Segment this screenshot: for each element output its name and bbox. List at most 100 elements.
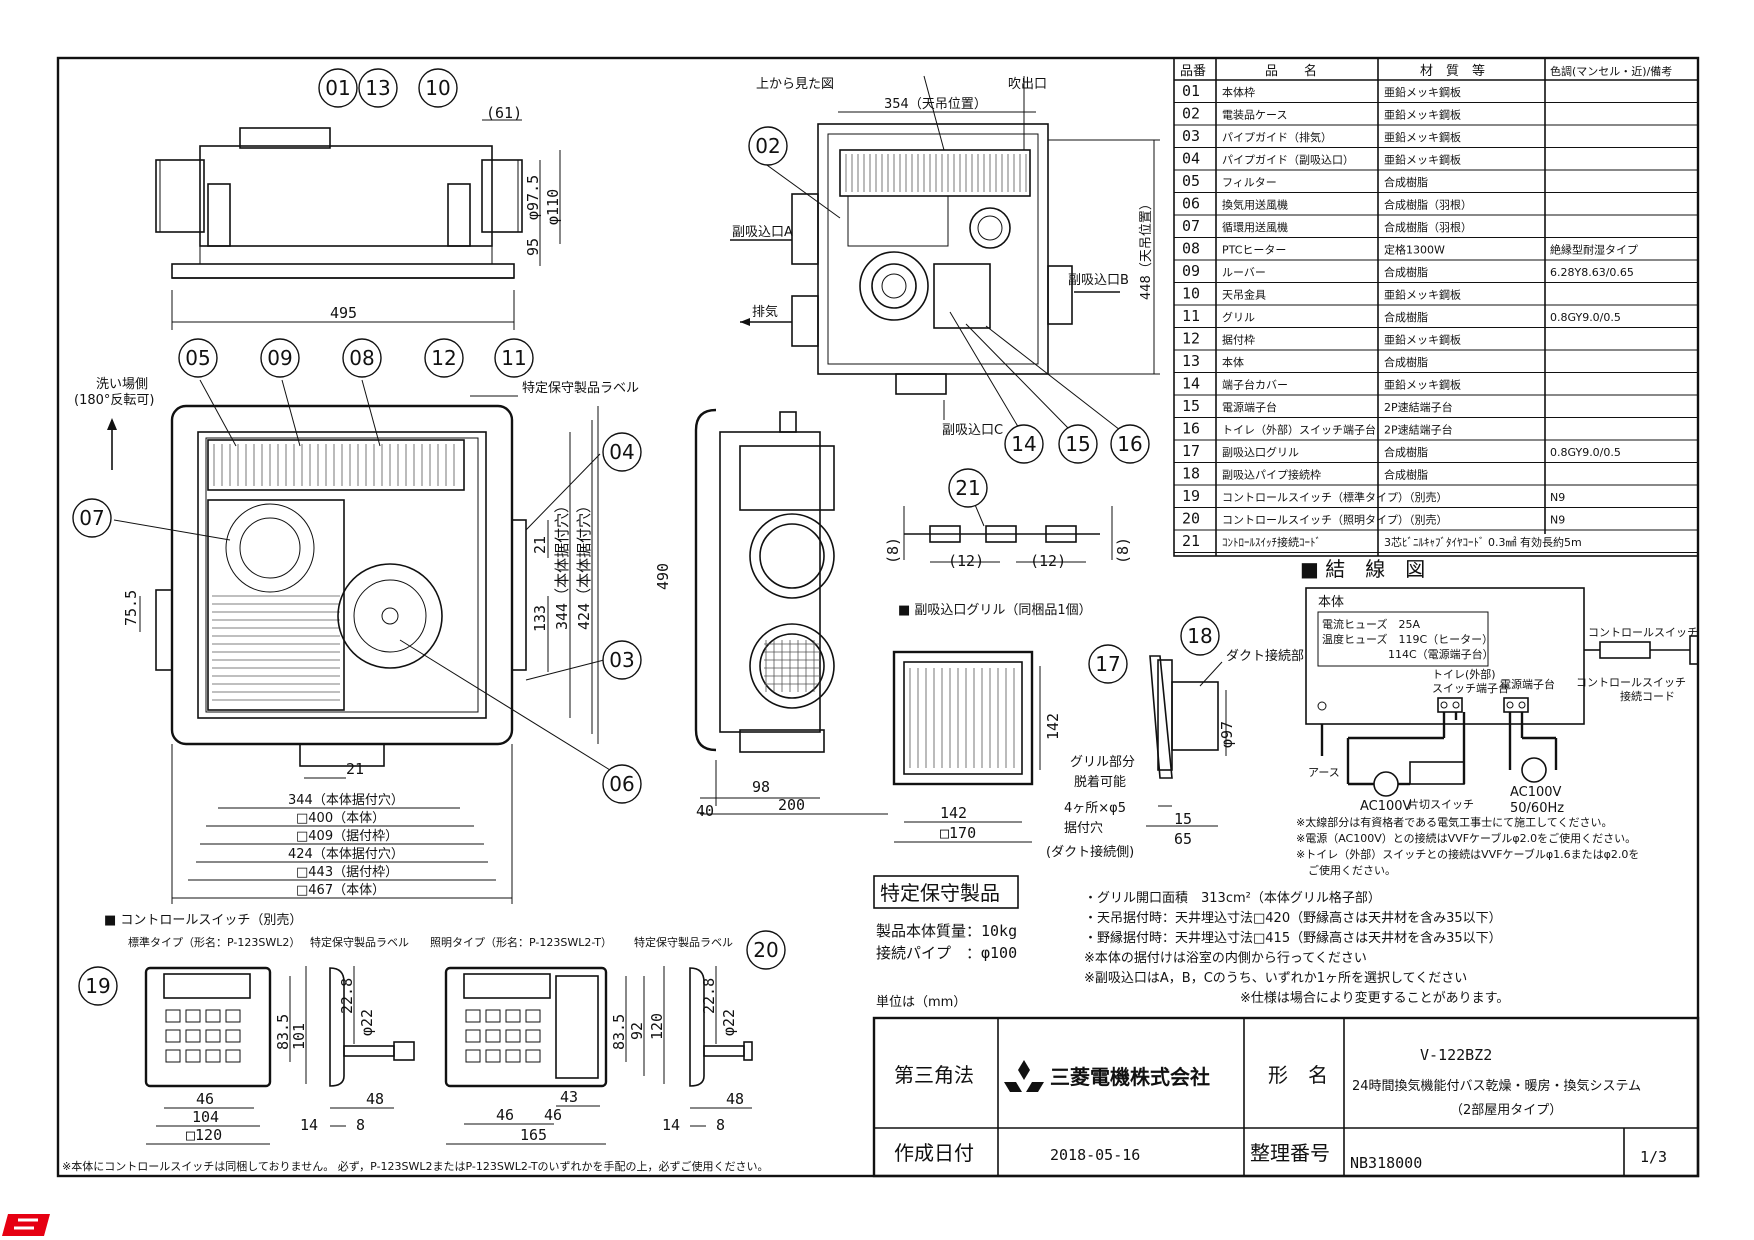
table-row-no: 03: [1182, 127, 1200, 145]
wiring-fuse1: 電流ヒューズ 25A: [1322, 617, 1420, 631]
table-row-material: 亜鉛メッキ鋼板: [1384, 153, 1461, 167]
table-row-no: 20: [1182, 510, 1200, 528]
part-balloon: [748, 126, 788, 166]
wiring-toilet-term: トイレ(外部): [1432, 667, 1496, 681]
table-row-note: 0.8GY9.0/0.5: [1550, 446, 1621, 459]
table-row-name: 副吸込パイプ接続枠: [1222, 468, 1321, 482]
cs-d120a: □120: [186, 1126, 222, 1144]
title-block: 第三角法 三菱電機株式会社 形 名 V-122BZ2 24時間換気機能付バス乾燥…: [872, 1016, 1700, 1178]
table-header-material: 材 質 等: [1420, 63, 1485, 79]
wiring-fuse3: 114C（電源端子台）: [1388, 647, 1494, 661]
specs-area: ・グリル開口面積 313cm²（本体グリル格子部）: [1084, 890, 1381, 906]
aux-dim-65: 65: [1174, 830, 1192, 848]
table-row-name: グリル: [1222, 310, 1255, 324]
cs-d46a: 46: [196, 1090, 214, 1108]
dim-495: 495: [330, 304, 357, 322]
aux-grille-title: ■ 副吸込口グリル（同梱品1個）: [898, 603, 1092, 618]
dim-12b: (12): [1030, 552, 1066, 570]
wiring-note1: ※太線部分は有資格者である電気工事士にて施工してください。: [1296, 815, 1612, 829]
part-balloon: [260, 338, 300, 378]
tb-desc2: （2部屋用タイプ）: [1450, 1103, 1562, 1118]
aux-c-label: 副吸込口C: [942, 423, 1003, 438]
table-row-note: 0.8GY9.0/0.5: [1550, 311, 1621, 324]
dim-w424: 424（本体据付穴）: [288, 847, 404, 862]
table-row-no: 07: [1182, 217, 1200, 235]
part-balloon: [1180, 616, 1220, 656]
aux-duct-label: ダクト接続部: [1226, 648, 1304, 664]
part-balloon-label: 10: [425, 76, 450, 100]
dim-8b: (8): [1114, 537, 1132, 564]
dim-12a: (12): [948, 552, 984, 570]
part-balloon-label: 06: [609, 772, 634, 796]
aux-grille-view: ■ 副吸込口グリル（同梱品1個） 142 142 □170 ダクト接続部 φ97…: [892, 603, 1304, 860]
aux-removable: 脱着可能: [1074, 774, 1126, 790]
wiring-note3: ※トイレ（外部）スイッチとの接続はVVFケーブルφ1.6またはφ2.0を: [1296, 847, 1639, 861]
wiring-title: ■ 結 線 図: [1300, 557, 1425, 581]
cs-light: 照明タイプ（形名：P-123SWL2-T）: [430, 935, 612, 949]
table-row-material: 亜鉛メッキ鋼板: [1384, 85, 1461, 99]
cs-d228a: 22.8: [338, 978, 356, 1014]
cs-d14b: 14: [662, 1116, 680, 1134]
table-row-no: 11: [1182, 307, 1200, 325]
table-row-material: 3芯ﾋﾞﾆﾙｷｬﾌﾞﾀｲﾔｺｰﾄﾞ 0.3㎟ 有効長約5m: [1384, 535, 1582, 549]
table-row-name: 循環用送風機: [1222, 220, 1288, 234]
table-row-note: N9: [1550, 514, 1565, 527]
part-balloon-label: 04: [609, 440, 634, 464]
table-row-name: 換気用送風機: [1222, 198, 1288, 212]
dim-354: 354（天吊位置）: [884, 97, 987, 112]
exhaust-label: 排気: [752, 304, 778, 320]
table-row-name: 本体枠: [1222, 85, 1255, 99]
specs-badge: 特定保守製品: [880, 881, 1000, 905]
specs-ceil1: ・天吊据付時：天井埋込寸法□420（野縁高さは天井材を含み35以下）: [1084, 910, 1502, 926]
part-balloon-label: 15: [1065, 432, 1090, 456]
dim-8a: (8): [884, 537, 902, 564]
cs-d43: 43: [560, 1088, 578, 1106]
part-balloon-label: 18: [1187, 624, 1212, 648]
dim-755: 75.5: [122, 590, 140, 626]
rotatable-label: (180°反転可): [74, 393, 154, 408]
cs-d104: 104: [192, 1108, 219, 1126]
cs-footer: ※本体にコントロールスイッチは同梱しておりません。 必ず，P-123SWL2また…: [62, 1159, 769, 1173]
specs-weight: 製品本体質量：10kg: [876, 922, 1017, 940]
part-balloon: [602, 764, 642, 804]
dim-w400: □400（本体）: [296, 811, 385, 826]
wiring-power-term: 電源端子台: [1500, 677, 1555, 691]
table-row-no: 04: [1182, 150, 1200, 168]
tb-num: NB318000: [1350, 1154, 1422, 1172]
top-view-title: 上から見た図: [756, 77, 834, 92]
table-row-material: 2P速結端子台: [1384, 423, 1453, 437]
part-balloon-label: 08: [349, 346, 374, 370]
part-balloon-label: 02: [755, 134, 780, 158]
dim-424v: 424（本体据付穴）: [575, 498, 593, 630]
tb-num-label: 整理番号: [1250, 1141, 1330, 1165]
table-row-material: 定格1300W: [1384, 243, 1445, 257]
outlet-label: 吹出口: [1008, 77, 1047, 92]
aux-dim-170: □170: [940, 824, 976, 842]
table-row-name: ルーバー: [1222, 266, 1266, 279]
part-balloon: [602, 432, 642, 472]
specs: 特定保守製品 製品本体質量：10kg 接続パイプ ：φ100 単位は（mm） ・…: [873, 875, 1509, 1010]
table-row-name: フィルター: [1222, 176, 1277, 189]
tb-model-label: 形 名: [1268, 1063, 1328, 1087]
aux-a-label: 副吸込口A: [732, 225, 793, 240]
side-view: 40 98 200: [694, 408, 888, 820]
table-row-no: 19: [1182, 487, 1200, 505]
tb-projection: 第三角法: [894, 1063, 974, 1087]
cs-title: ■ コントロールスイッチ（別売）: [104, 912, 302, 928]
part-balloon-label: 07: [79, 506, 104, 530]
table-row-name: 天吊金具: [1222, 288, 1266, 302]
aux-holes: 4ヶ所×φ5: [1064, 801, 1126, 816]
table-row-no: 17: [1182, 442, 1200, 460]
cs-std: 標準タイプ（形名：P-123SWL2）: [128, 935, 300, 949]
specs-ceil2: ・野縁据付時：天井埋込寸法□415（野縁高さは天井材を含み35以下）: [1084, 930, 1502, 946]
table-row-name: パイプガイド（副吸込口）: [1222, 154, 1354, 167]
cs-d48b: 48: [726, 1090, 744, 1108]
dim-w344: 344（本体据付穴）: [288, 793, 404, 808]
tb-date: 2018-05-16: [1050, 1146, 1140, 1164]
wiring-body: 本体: [1318, 595, 1344, 610]
table-row-material: 亜鉛メッキ鋼板: [1384, 288, 1461, 302]
part-balloon-label: 03: [609, 648, 634, 672]
table-row-material: 亜鉛メッキ鋼板: [1384, 108, 1461, 122]
dim-344v: 344（本体据付穴）: [553, 498, 571, 630]
cs-d14a: 14: [300, 1116, 318, 1134]
